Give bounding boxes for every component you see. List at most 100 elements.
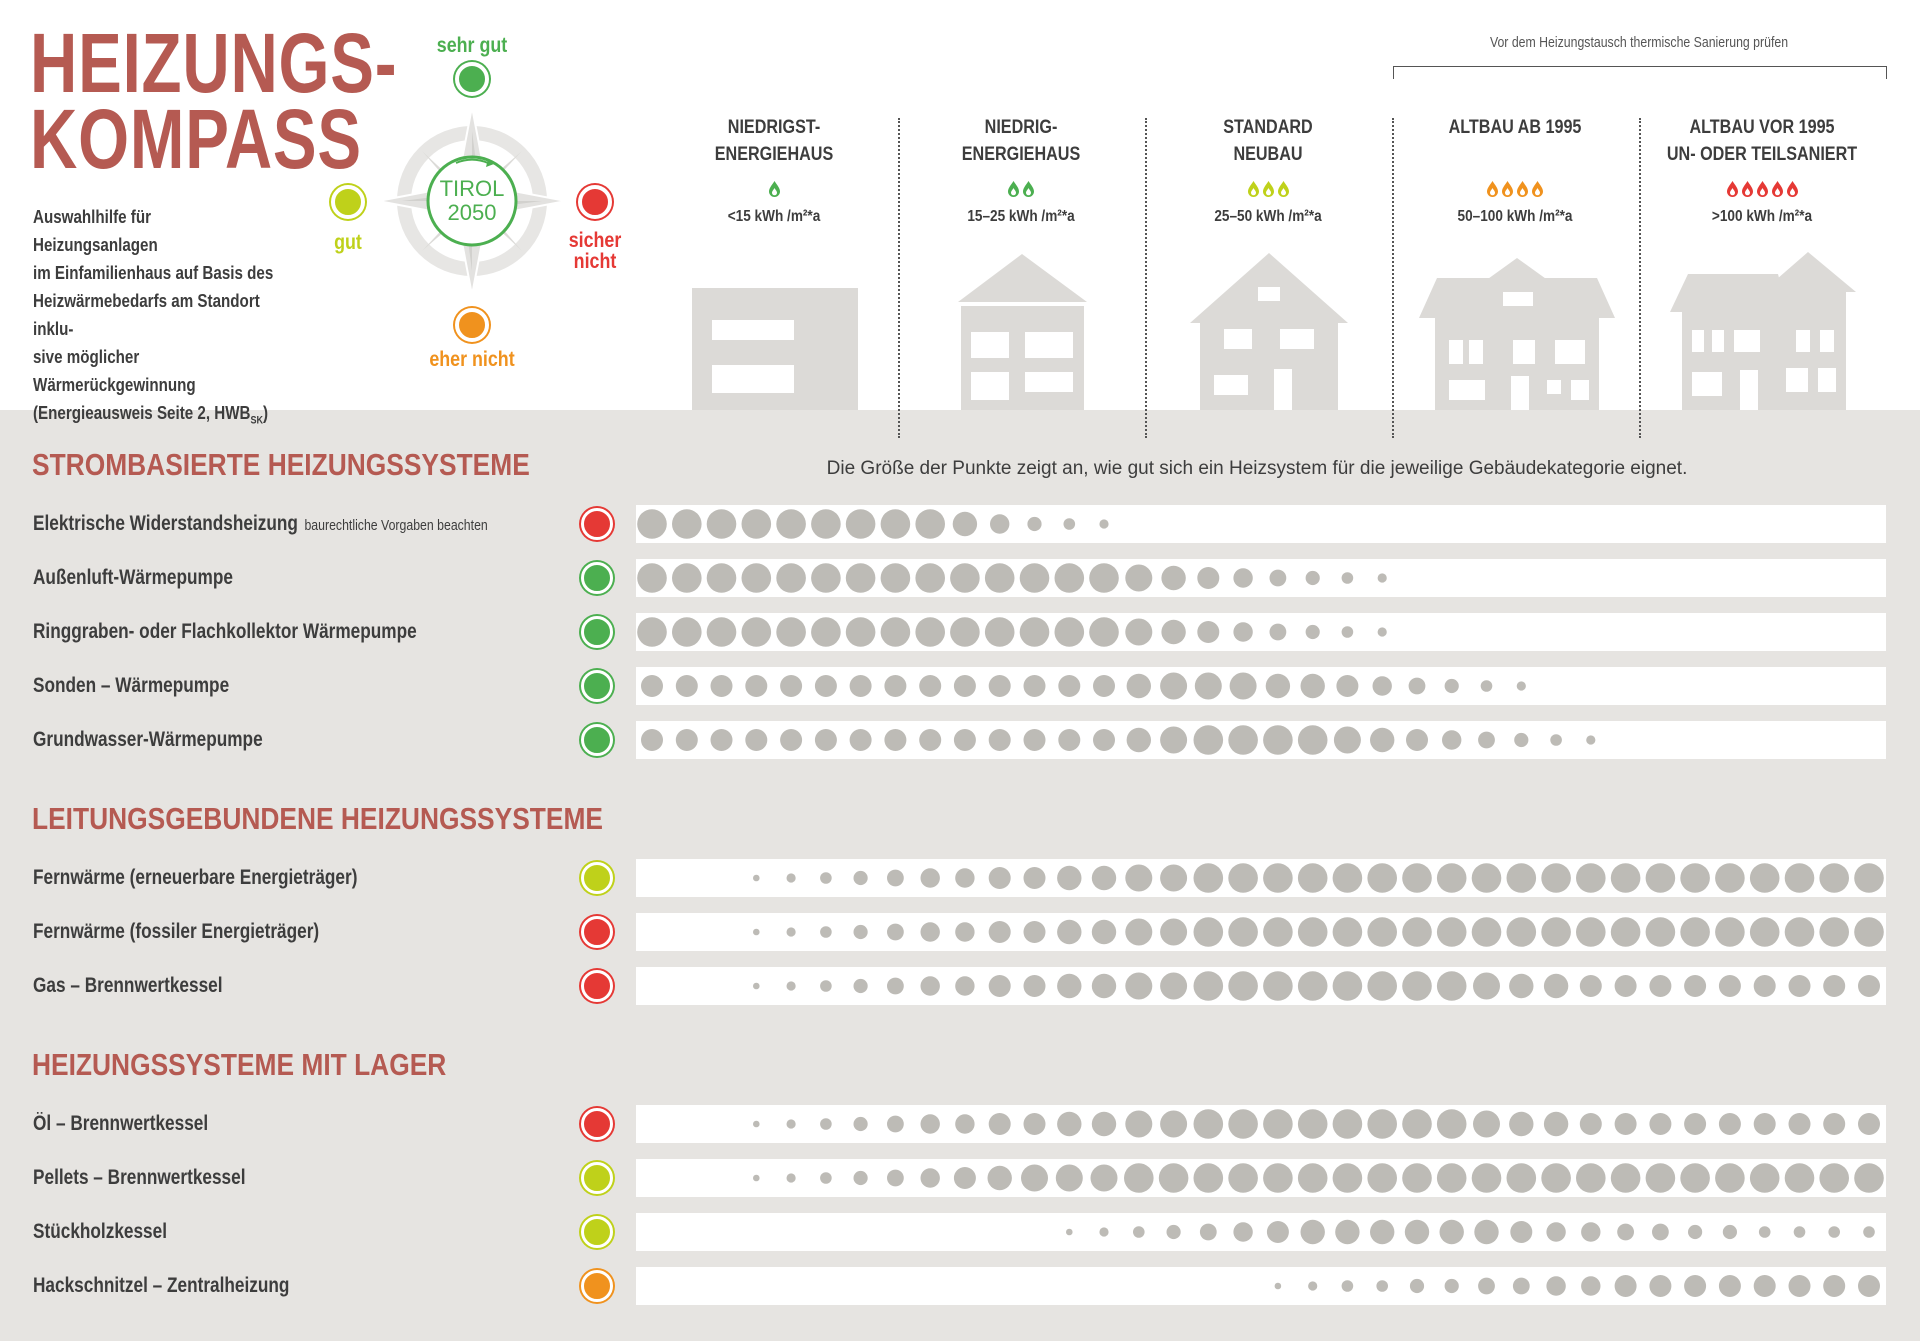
suitability-dot [1166,1224,1181,1240]
suitability-dot [1229,672,1257,700]
suitability-dot [1093,675,1115,697]
suitability-dot [1308,1281,1318,1291]
suitability-dot [1439,1219,1464,1245]
column-header: NIEDRIGST-ENERGIEHAUS<15 kWh /m²*a [654,114,894,226]
suitability-dot [1823,1275,1846,1297]
suitability-dot [1305,624,1320,640]
suitability-dot [786,1119,796,1129]
rating-dot-eher-nicht [581,1270,613,1302]
suitability-dot [990,514,1010,534]
suitability-dot [1023,921,1046,943]
suitability-dot [672,563,702,593]
column-divider [1145,118,1147,438]
suitability-dot [880,617,911,647]
suitability-dot [1718,1113,1741,1135]
suitability-dot [1099,1227,1109,1237]
suitability-dot [1193,863,1224,893]
suitability-dot [637,617,667,647]
suitability-dot [1297,1109,1328,1139]
suitability-dot [1543,1111,1569,1137]
suitability-dot [1193,1163,1224,1193]
suitability-dot [1023,1113,1046,1135]
flame-icon [1741,181,1753,197]
flame-icon [1517,181,1528,197]
column-divider [1639,118,1641,438]
suitability-dot [1749,863,1780,893]
column-name: ALTBAU AB 1995 [1448,117,1582,138]
suitability-dot [953,729,976,751]
legend-text: Die Größe der Punkte zeigt an, wie gut s… [826,458,1688,479]
suitability-dot [880,509,911,539]
suitability-dot [1023,729,1046,751]
suitability-dot [1332,1163,1363,1193]
row-label: Fernwärme (fossiler Energieträger) [33,920,320,943]
suitability-dot [1054,563,1085,593]
rating-dot-gut [581,1162,613,1194]
suitability-dot [1436,863,1467,893]
page-title: HEIZUNGS- KOMPASS [30,16,398,186]
suitability-dot [672,509,702,539]
suitability-dot [884,675,907,697]
suitability-dot [641,675,663,697]
column-name: ENERGIEHAUS [961,144,1081,165]
suitability-dot [1406,729,1428,751]
suitability-dot [1125,618,1153,646]
status-dot-sicher-nicht [578,185,612,219]
suitability-dot [1402,1109,1432,1139]
suitability-dot [1854,917,1884,947]
suitability-dot [1718,975,1741,997]
suitability-bar [636,1267,1886,1305]
suitability-dot [1054,617,1085,647]
suitability-dot [786,927,796,937]
suitability-dot [1684,1113,1707,1135]
suitability-dot [1749,917,1780,947]
suitability-dot [1436,1109,1467,1139]
suitability-dot [1023,975,1046,997]
suitability-bar [636,667,1886,705]
suitability-dot [1436,971,1467,1001]
suitability-dot [1576,917,1606,947]
suitability-dot [1332,917,1363,947]
suitability-dot [853,924,868,940]
energy-drops [1148,180,1388,202]
compass-rose-icon [377,106,567,296]
row-label: Sonden – Wärmepumpe [33,674,230,697]
rating-dot-sehr-gut [581,562,613,594]
suitability-dot [1722,1224,1737,1240]
suitability-dot [1194,672,1222,700]
row-label: Hackschnitzel – Zentralheizung [33,1274,290,1297]
suitability-dot [753,928,760,936]
suitability-dot [1158,1163,1189,1193]
suitability-dot [675,729,698,751]
suitability-dot [950,617,980,647]
suitability-dot [1160,1110,1188,1138]
status-dot-sehr-gut [455,62,489,96]
suitability-dot [1133,1226,1145,1238]
suitability-dot [915,509,945,539]
flame-icon [1502,181,1513,197]
suitability-dot [1579,975,1602,997]
house-icon-standard [1190,253,1348,410]
house-icon-niedrigst [692,288,858,410]
suitability-dot [1749,1163,1780,1193]
rating-dot-gut [581,1216,613,1248]
suitability-dot [1332,1109,1363,1139]
row-label: Ringgraben- oder Flachkollektor Wärmepum… [33,620,417,643]
suitability-dot [1652,1223,1669,1241]
suitability-dot [1233,622,1253,642]
suitability-dot [1858,975,1880,997]
house-icon-altbau-ab-1995 [1419,258,1615,410]
suitability-bar [636,613,1886,651]
suitability-dot [637,509,667,539]
suitability-dot [1546,1222,1566,1242]
suitability-dot [920,976,940,996]
suitability-dot [1372,676,1392,696]
rating-dot-sicher-nicht [581,970,613,1002]
intro-text: Auswahlhilfe für Heizungsanlagen im Einf… [33,206,274,427]
suitability-dot [1516,681,1526,691]
suitability-dot [987,1165,1012,1191]
suitability-dot [1579,1113,1602,1135]
column-name: NIEDRIG- [984,117,1058,138]
suitability-dot [786,981,796,991]
flame-icon [1487,181,1498,197]
